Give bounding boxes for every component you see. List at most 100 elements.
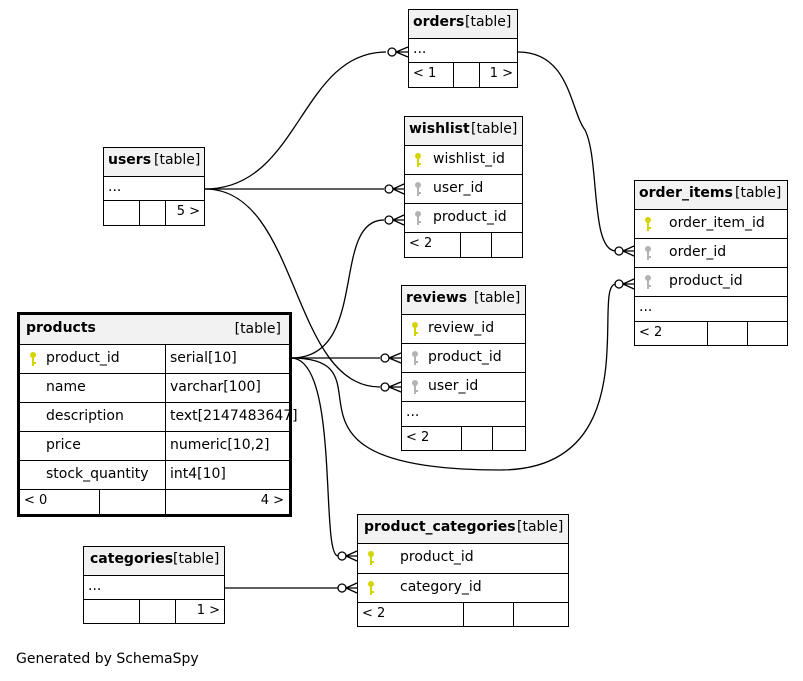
column-row: product_id: [405, 204, 522, 233]
column-type: text[2147483647]: [170, 408, 298, 424]
table-header: reviews [table]: [402, 286, 525, 315]
nav-row: < 2: [402, 427, 525, 450]
nav-children[interactable]: 1 >: [489, 66, 513, 81]
column-type: int4[10]: [170, 466, 226, 482]
column-name: product_id: [669, 273, 743, 289]
nav-parents[interactable]: < 2: [362, 606, 386, 621]
column-row: name varchar[100]: [20, 374, 289, 403]
primary-key-icon: [368, 551, 374, 565]
table-tag: [table]: [234, 321, 281, 337]
column-row: category_id: [358, 574, 568, 603]
table-header: categories [table]: [84, 547, 224, 576]
column-row: wishlist_id: [405, 146, 522, 175]
nav-children[interactable]: 1 >: [196, 603, 220, 618]
column-name: name: [46, 379, 86, 395]
table-products[interactable]: products [table] product_id serial[10] n…: [17, 312, 298, 517]
crowfoot-orderitems-order: [614, 245, 635, 257]
column-row: order_item_id: [635, 210, 787, 239]
column-name: product_id: [433, 209, 507, 225]
column-name: wishlist_id: [433, 151, 505, 167]
primary-key-icon: [645, 217, 651, 231]
crowfoot-orderitems-product: [614, 278, 635, 290]
primary-key-icon: [368, 581, 374, 595]
column-name: description: [46, 408, 124, 424]
footer-credit: Generated by SchemaSpy: [16, 651, 199, 667]
primary-key-icon: [412, 322, 418, 336]
table-product-categories[interactable]: product_categories [table] product_id ca…: [357, 514, 569, 627]
foreign-key-icon: [645, 275, 651, 289]
edge-orders-orderitems: [517, 51, 617, 252]
table-orders[interactable]: orders [table] ... < 1 1 >: [408, 9, 518, 88]
nav-row: < 2: [358, 603, 568, 626]
foreign-key-icon: [412, 351, 418, 365]
table-order-items[interactable]: order_items [table] order_item_id order_…: [634, 180, 788, 346]
crowfoot-wishlist-user: [384, 183, 405, 195]
table-name: product_categories: [364, 519, 516, 535]
table-name: reviews: [406, 290, 468, 306]
column-row: review_id: [402, 315, 525, 344]
crowfoot-prodcats-product: [337, 550, 358, 562]
column-name: user_id: [428, 378, 479, 394]
table-tag: [table]: [154, 152, 201, 168]
table-reviews[interactable]: reviews [table] review_id product_id use…: [401, 285, 526, 451]
collapsed-columns: ...: [402, 402, 525, 427]
table-tag: [table]: [517, 519, 564, 535]
table-categories[interactable]: categories [table] ... 1 >: [83, 546, 225, 624]
table-header: product_categories [table]: [358, 515, 568, 544]
table-wishlist[interactable]: wishlist [table] wishlist_id user_id pro…: [404, 116, 523, 258]
crowfoot-orders: [387, 46, 409, 58]
nav-parents[interactable]: < 0: [24, 493, 48, 508]
table-header: products [table]: [20, 315, 289, 345]
column-name: user_id: [433, 180, 484, 196]
foreign-key-icon: [645, 246, 651, 260]
table-users[interactable]: users [table] ... 5 >: [103, 147, 205, 226]
column-name: price: [46, 437, 81, 453]
collapsed-columns: ...: [635, 297, 787, 322]
column-name: product_id: [46, 350, 120, 366]
column-type: numeric[10,2]: [170, 437, 270, 453]
crowfoot-reviews-user: [380, 381, 402, 393]
column-type: serial[10]: [170, 350, 237, 366]
edge-products-prodcats: [290, 357, 339, 557]
column-row: user_id: [402, 373, 525, 402]
column-name: product_id: [400, 549, 474, 565]
foreign-key-icon: [415, 211, 421, 225]
table-tag: [table]: [735, 185, 782, 201]
edge-users-orders: [204, 51, 387, 190]
table-name: products: [26, 320, 96, 336]
nav-parents[interactable]: < 2: [639, 325, 663, 340]
nav-parents[interactable]: < 2: [409, 236, 433, 251]
column-row: product_id serial[10]: [20, 345, 289, 374]
crowfoot-reviews-product: [380, 352, 402, 364]
nav-row: < 1 1 >: [409, 63, 517, 87]
column-row: user_id: [405, 175, 522, 204]
table-tag: [table]: [173, 551, 220, 567]
primary-key-icon: [30, 352, 36, 366]
collapsed-columns: ...: [84, 576, 224, 600]
column-row: price numeric[10,2]: [20, 432, 289, 461]
column-type: varchar[100]: [170, 379, 261, 395]
table-header: users [table]: [104, 148, 204, 177]
nav-row: < 0 4 >: [20, 490, 289, 514]
edge-users-reviews: [204, 188, 381, 388]
column-row: order_id: [635, 239, 787, 268]
nav-children[interactable]: 4 >: [260, 493, 284, 508]
nav-row: < 2: [405, 233, 522, 257]
column-row: product_id: [635, 268, 787, 297]
column-row: stock_quantity int4[10]: [20, 461, 289, 490]
table-tag: [table]: [474, 290, 521, 306]
column-name: order_item_id: [669, 215, 765, 231]
nav-children[interactable]: 5 >: [176, 204, 200, 219]
column-row: product_id: [402, 344, 525, 373]
table-tag: [table]: [471, 121, 518, 137]
column-name: product_id: [428, 349, 502, 365]
collapsed-columns: ...: [104, 177, 204, 201]
nav-parents[interactable]: < 1: [413, 66, 437, 81]
table-header: wishlist [table]: [405, 117, 522, 146]
foreign-key-icon: [412, 380, 418, 394]
table-header: order_items [table]: [635, 181, 787, 210]
crowfoot-prodcats-category: [337, 582, 358, 594]
table-header: orders [table]: [409, 10, 517, 39]
column-row: product_id: [358, 544, 568, 574]
nav-parents[interactable]: < 2: [406, 430, 430, 445]
